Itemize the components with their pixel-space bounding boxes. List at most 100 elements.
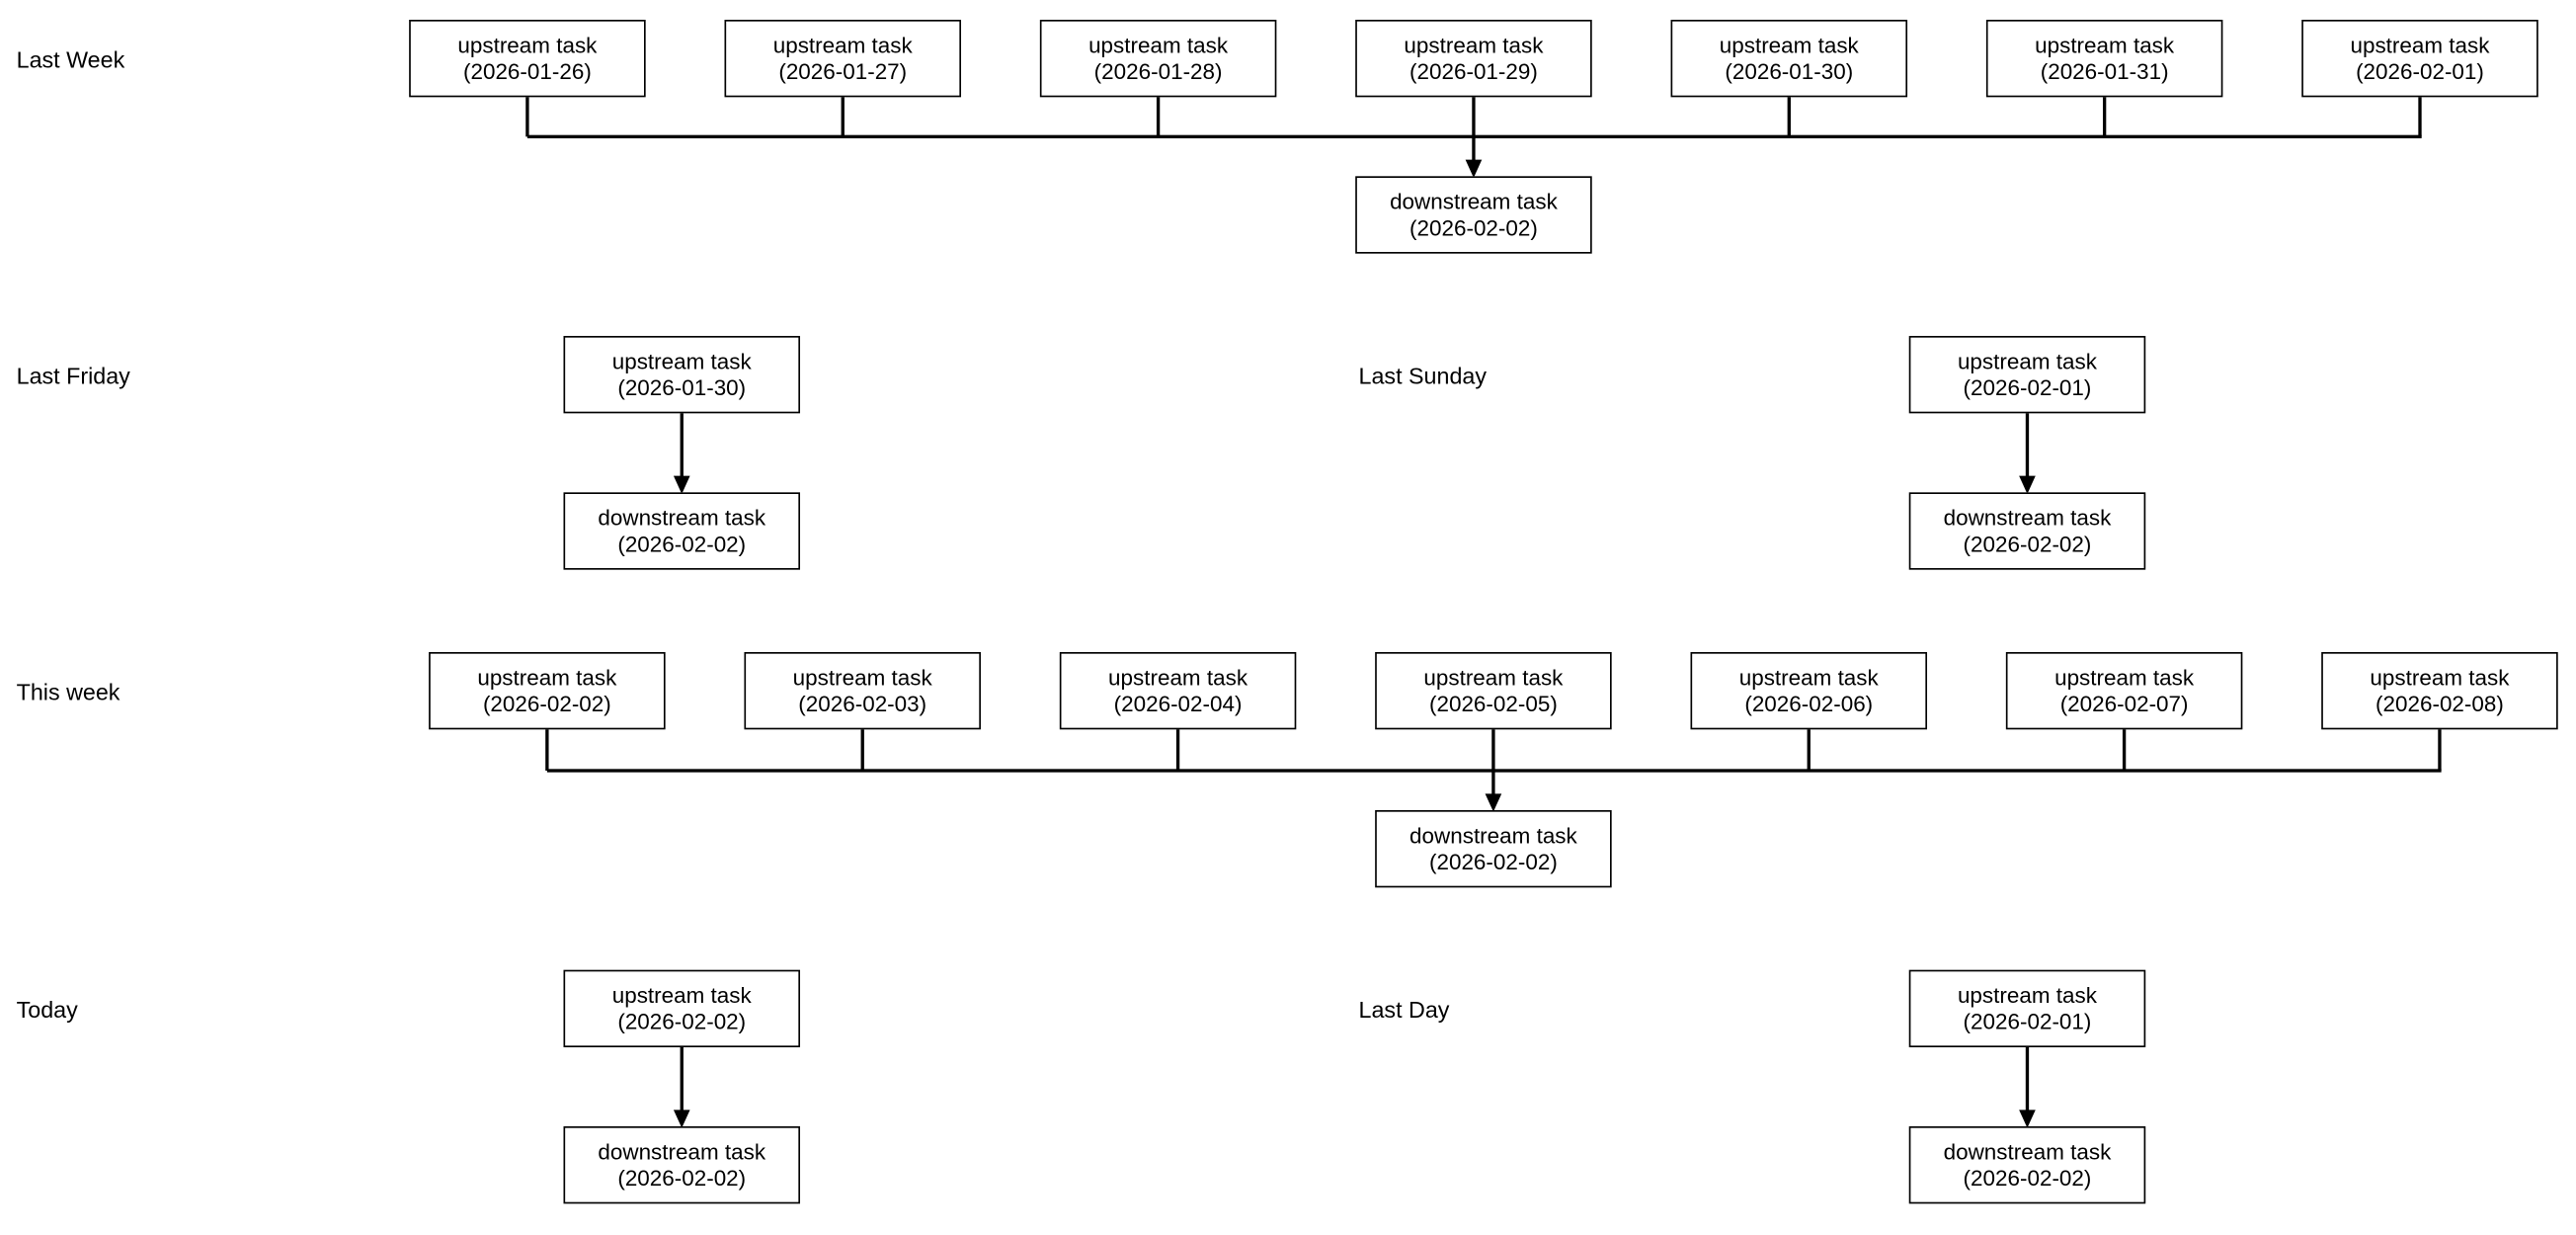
connector-stub [525,97,529,136]
today-downstream-node: downstream task (2026-02-02) [563,1126,801,1204]
task-title: downstream task [1409,822,1577,848]
connector-stub [1176,729,1179,771]
task-title: downstream task [598,504,766,530]
task-date: (2026-02-02) [1963,531,2092,556]
connector-arrow-line [681,1047,684,1112]
task-title: upstream task [2370,664,2510,690]
arrowhead-down [2018,1109,2035,1127]
task-date: (2026-02-02) [617,1165,747,1191]
task-date: (2026-01-30) [617,374,747,400]
task-date: (2026-01-30) [1725,58,1854,84]
connector-stub [2123,729,2126,771]
last-week-upstream-node-5: upstream task (2026-01-30) [1670,20,1908,98]
task-date: (2026-02-02) [482,691,611,716]
task-date: (2026-02-03) [798,691,927,716]
last-sunday-upstream-node: upstream task (2026-02-01) [1908,336,2146,414]
row-label-today: Today [16,996,78,1024]
arrowhead-down [1464,158,1482,178]
row-label-last-friday: Last Friday [16,362,130,389]
last-day-downstream-node: downstream task (2026-02-02) [1908,1126,2146,1204]
task-date: (2026-02-01) [1963,1008,2092,1033]
row-label-last-day: Last Day [1358,996,1450,1024]
task-date: (2026-02-02) [1409,214,1538,240]
connector-arrow-line [681,413,684,478]
task-title: upstream task [1423,664,1564,690]
last-week-upstream-node-6: upstream task (2026-01-31) [1985,20,2223,98]
this-week-upstream-node-7: upstream task (2026-02-08) [2321,652,2558,730]
task-title: upstream task [1088,32,1229,57]
task-title: upstream task [1404,32,1544,57]
task-title: upstream task [1957,982,2097,1008]
task-date: (2026-01-26) [462,58,592,84]
task-date: (2026-01-28) [1093,58,1223,84]
connector-stub [860,729,864,771]
arrowhead-down [1484,792,1501,811]
connector-arrow-line [2026,413,2029,478]
task-title: upstream task [792,664,932,690]
arrowhead-down [673,1109,689,1127]
task-date: (2026-02-05) [1428,691,1558,716]
row-label-last-sunday: Last Sunday [1358,362,1487,389]
task-date: (2026-02-02) [617,1008,747,1033]
this-week-upstream-node-5: upstream task (2026-02-06) [1690,652,1928,730]
this-week-upstream-node-1: upstream task (2026-02-02) [429,652,666,730]
last-week-upstream-node-1: upstream task (2026-01-26) [409,20,646,98]
task-title: upstream task [611,982,752,1008]
task-title: upstream task [1108,664,1248,690]
task-date: (2026-02-07) [2059,691,2189,716]
this-week-upstream-node-4: upstream task (2026-02-05) [1375,652,1612,730]
task-date: (2026-02-02) [1963,1165,2092,1191]
task-title: downstream task [1943,504,2112,530]
task-title: upstream task [457,32,598,57]
last-sunday-downstream-node: downstream task (2026-02-02) [1908,492,2146,570]
last-week-downstream-node: downstream task (2026-02-02) [1355,176,1592,254]
connector-arrow-line [1491,729,1495,795]
connector-stub [1788,97,1791,136]
task-date: (2026-02-01) [1963,374,2092,400]
connector-arrow-line [2026,1047,2029,1112]
last-week-upstream-node-2: upstream task (2026-01-27) [724,20,962,98]
last-day-upstream-node: upstream task (2026-02-01) [1908,969,2146,1048]
connector-stub [1157,97,1160,136]
last-week-upstream-node-4: upstream task (2026-01-29) [1355,20,1592,98]
task-title: upstream task [2350,32,2490,57]
task-title: upstream task [611,348,752,373]
task-date: (2026-02-01) [2356,58,2484,84]
task-title: downstream task [598,1138,766,1164]
task-date: (2026-01-31) [2040,58,2169,84]
arrowhead-down [673,474,689,494]
task-date: (2026-02-02) [617,531,747,556]
this-week-upstream-node-3: upstream task (2026-02-04) [1059,652,1297,730]
this-week-downstream-node: downstream task (2026-02-02) [1375,810,1612,888]
connector-stub [2103,97,2106,136]
connector-stub [842,97,845,136]
task-title: upstream task [772,32,913,57]
today-upstream-node: upstream task (2026-02-02) [563,969,801,1048]
task-title: upstream task [1957,348,2097,373]
last-week-upstream-node-7: upstream task (2026-02-01) [2301,20,2538,98]
last-week-upstream-node-3: upstream task (2026-01-28) [1039,20,1277,98]
task-date: (2026-01-29) [1409,58,1538,84]
last-friday-downstream-node: downstream task (2026-02-02) [563,492,801,570]
connector-stub [2438,729,2442,771]
task-title: upstream task [1719,32,1859,57]
connector-stub [2418,97,2422,136]
task-title: downstream task [1943,1138,2112,1164]
task-date: (2026-02-02) [1428,849,1558,874]
arrowhead-down [2018,474,2035,494]
task-title: upstream task [2035,32,2175,57]
connector-stub [545,729,549,771]
row-label-this-week: This week [16,678,121,705]
connector-stub [1808,729,1811,771]
connector-arrow-line [1472,97,1476,162]
task-date: (2026-02-06) [1744,691,1874,716]
row-label-last-week: Last Week [16,45,125,73]
this-week-upstream-node-6: upstream task (2026-02-07) [2005,652,2243,730]
task-title: downstream task [1390,188,1558,213]
task-title: upstream task [1738,664,1879,690]
task-date: (2026-01-27) [778,58,908,84]
task-title: upstream task [2054,664,2195,690]
task-date: (2026-02-04) [1113,691,1243,716]
this-week-upstream-node-2: upstream task (2026-02-03) [744,652,981,730]
